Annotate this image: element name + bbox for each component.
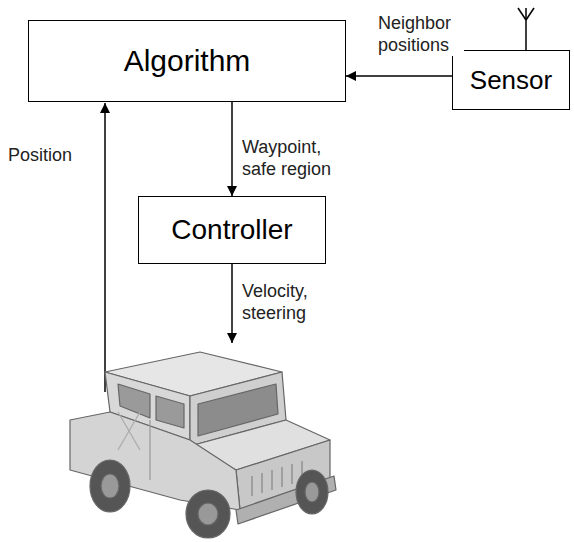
signal-label: Velocity, steering <box>242 280 332 324</box>
antenna-symbol <box>518 8 534 50</box>
process-box: Algorithm <box>28 20 346 102</box>
signal-label: Position <box>8 144 88 166</box>
signal-arrow <box>231 102 233 196</box>
velocity-arrow <box>231 264 233 343</box>
edge-label: Neighbor positions <box>378 12 464 56</box>
signal-arrow <box>346 75 452 77</box>
vehicle-illustration <box>70 352 336 538</box>
edge-label: Waypoint, safe region <box>242 136 352 180</box>
node-text: Sensor <box>470 65 552 96</box>
node-text: Controller <box>171 214 292 246</box>
position-arrow <box>104 103 106 392</box>
node-text: Algorithm <box>124 44 251 78</box>
process-box: Controller <box>138 196 326 264</box>
sensor-box: Sensor <box>452 50 570 110</box>
